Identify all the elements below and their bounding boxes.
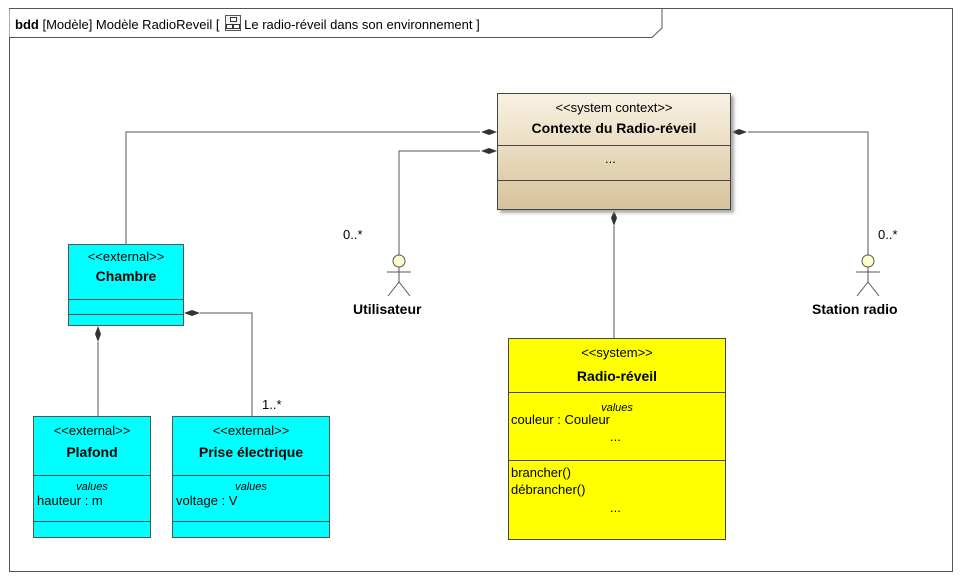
context-divider (498, 145, 730, 146)
actor-station-icon (856, 254, 880, 297)
prise-block[interactable]: <<external>> Prise électrique values vol… (172, 416, 330, 538)
radio-op-debrancher: débrancher() (511, 482, 586, 497)
composition-chambre-prise (200, 312, 253, 416)
prise-name: Prise électrique (198, 444, 304, 460)
prise-stereotype: <<external>> (212, 423, 290, 438)
plafond-divider-2 (34, 521, 150, 522)
diamond-context-station (731, 129, 747, 135)
plafond-values-label: values (76, 481, 108, 493)
context-ellipsis: ... (605, 151, 616, 166)
plafond-value-hauteur: hauteur : m (37, 493, 103, 508)
header-suffix: ] (476, 17, 480, 32)
diamond-context-chambre (481, 129, 497, 135)
actor-utilisateur-icon (387, 254, 411, 297)
radio-value-ellipsis: ... (610, 429, 621, 444)
diagram-icon (225, 15, 242, 31)
plafond-block[interactable]: <<external>> Plafond values hauteur : m (33, 416, 151, 538)
diamond-chambre-plafond (95, 326, 101, 342)
header-tab-shape (9, 8, 663, 38)
multiplicity-utilisateur: 0..* (343, 227, 363, 242)
composition-context-utilisateur (398, 150, 480, 255)
context-stereotype: <<system context>> (555, 100, 673, 115)
plafond-stereotype: <<external>> (53, 423, 131, 438)
diamond-context-radio (611, 210, 617, 226)
radio-op-brancher: brancher() (511, 465, 571, 480)
diagram-header: bdd [Modèle] Modèle RadioReveil [ Le rad… (9, 8, 663, 38)
prise-value-voltage: voltage : V (176, 493, 238, 508)
prise-divider (173, 475, 329, 476)
prise-divider-2 (173, 521, 329, 522)
diagram-kind: bdd (15, 17, 39, 32)
chambre-stereotype: <<external>> (87, 249, 165, 264)
multiplicity-station: 0..* (878, 227, 898, 242)
composition-context-chambre (125, 131, 480, 244)
radio-divider (509, 392, 725, 393)
context-name: Contexte du Radio-réveil (531, 120, 697, 136)
diamond-chambre-prise (184, 310, 200, 316)
composition-context-station (748, 131, 869, 255)
context-block[interactable]: <<system context>> Contexte du Radio-rév… (497, 93, 731, 210)
radio-values-label: values (601, 402, 633, 414)
plafond-divider (34, 475, 150, 476)
diagram-title: Le radio-réveil dans son environnement (244, 17, 473, 32)
radio-name: Radio-réveil (576, 368, 658, 384)
radio-op-ellipsis: ... (610, 500, 621, 515)
actor-station-label[interactable]: Station radio (812, 301, 898, 317)
radio-value-couleur: couleur : Couleur (511, 412, 610, 427)
prise-values-label: values (235, 481, 267, 493)
radio-block[interactable]: <<system>> Radio-réveil values couleur :… (508, 338, 726, 540)
chambre-block[interactable]: <<external>> Chambre (68, 244, 184, 326)
chambre-name: Chambre (95, 268, 157, 284)
plafond-name: Plafond (66, 444, 118, 460)
context-divider-2 (498, 180, 730, 181)
actor-utilisateur-label[interactable]: Utilisateur (353, 301, 422, 317)
chambre-divider (69, 299, 183, 300)
chambre-divider-2 (69, 314, 183, 315)
multiplicity-prise: 1..* (262, 397, 282, 412)
diamond-context-utilisateur (481, 148, 497, 154)
header-text: bdd [Modèle] Modèle RadioReveil [ Le rad… (15, 15, 480, 32)
header-prefix: [Modèle] Modèle RadioReveil [ (42, 17, 220, 32)
radio-stereotype: <<system>> (581, 345, 653, 360)
radio-divider-2 (509, 460, 725, 461)
